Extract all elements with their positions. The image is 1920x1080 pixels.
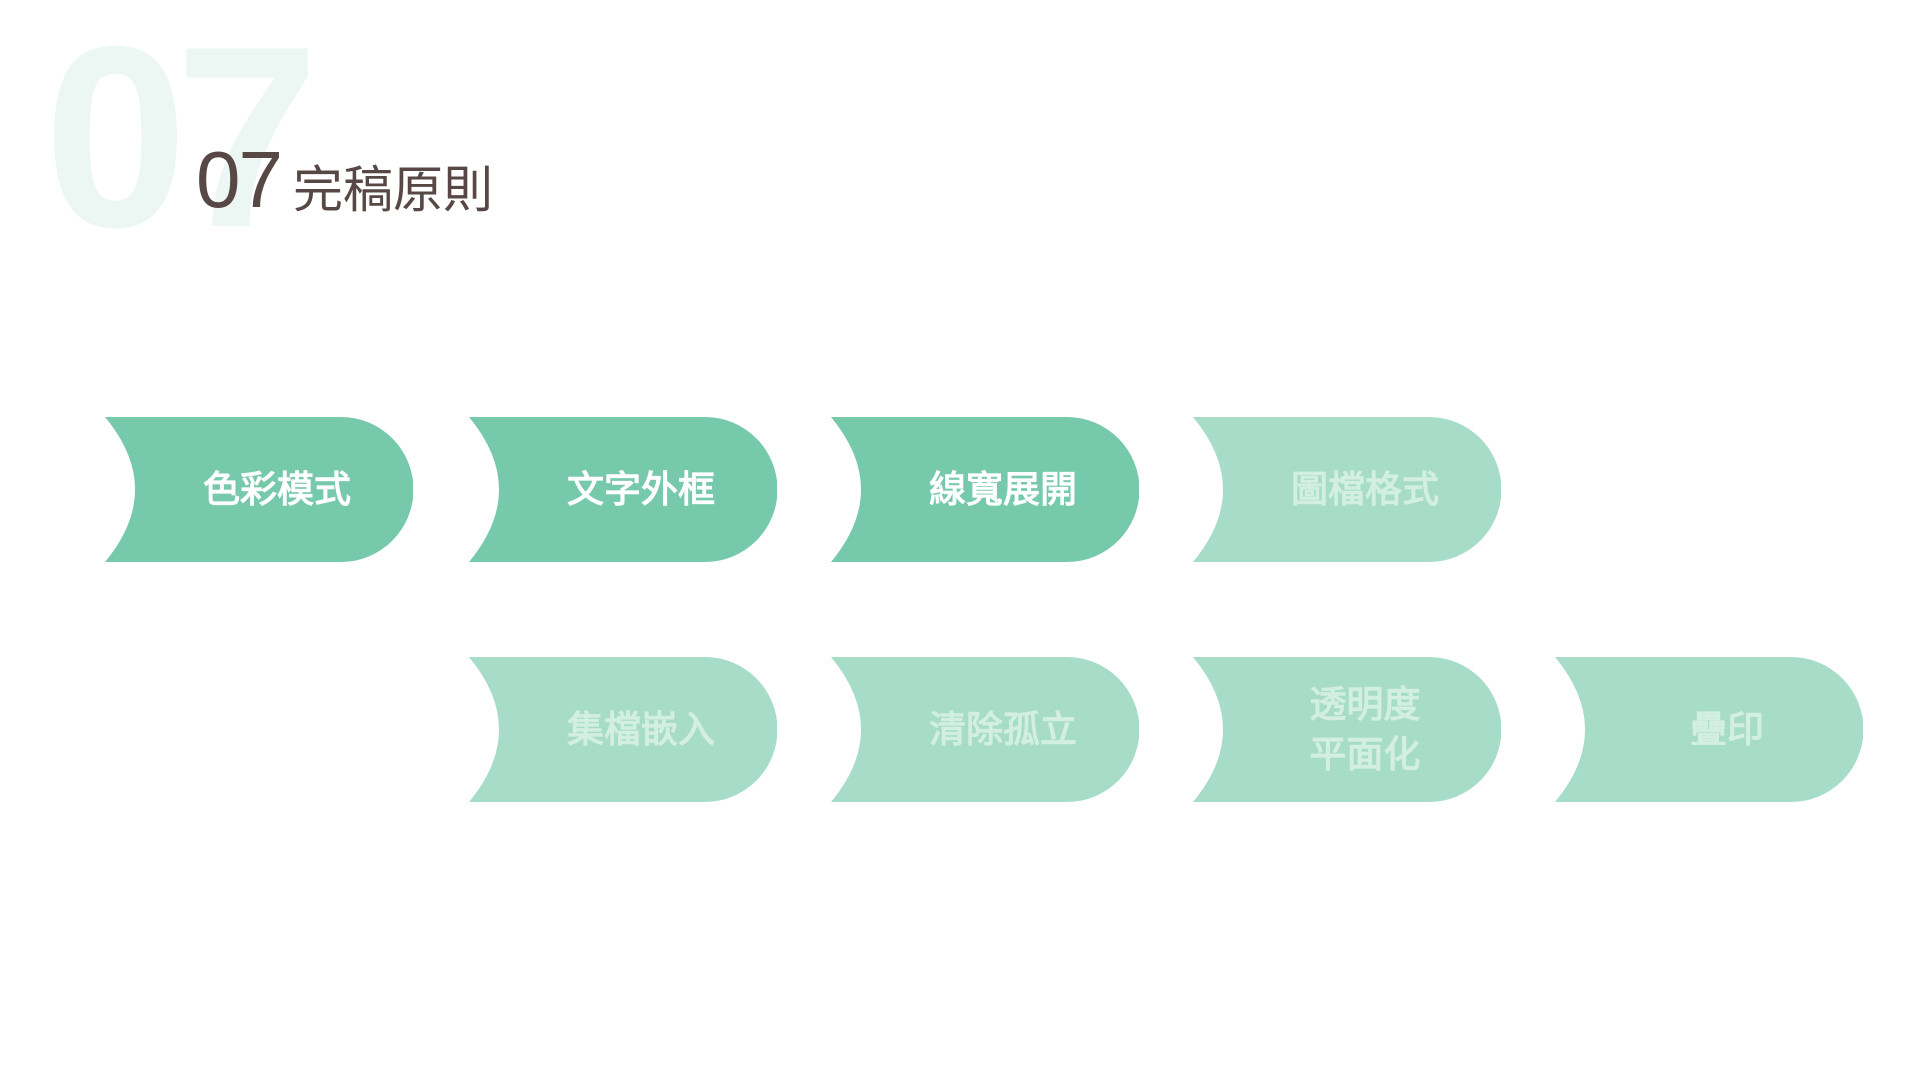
- step-label: 清除孤立: [929, 707, 1077, 751]
- arrow-shape-icon: [1193, 657, 1501, 802]
- step-remove-orphans[interactable]: 清除孤立: [831, 657, 1139, 802]
- step-package-embed[interactable]: 集檔嵌入: [469, 657, 777, 802]
- step-color-mode[interactable]: 色彩模式: [105, 417, 413, 562]
- arrow-shape-icon: [1193, 417, 1501, 562]
- step-label: 透明度 平面化: [1309, 682, 1421, 776]
- step-label: 集檔嵌入: [567, 707, 715, 751]
- arrow-shape-icon: [831, 657, 1139, 802]
- step-overprint[interactable]: 疊印: [1555, 657, 1863, 802]
- arrow-shape-icon: [1555, 657, 1863, 802]
- arrow-shape-icon: [105, 417, 413, 562]
- step-label: 圖檔格式: [1291, 467, 1439, 511]
- section-number: 07: [196, 135, 283, 224]
- arrow-shape-icon: [469, 417, 777, 562]
- step-label: 疊印: [1690, 707, 1764, 751]
- arrow-shape-icon: [469, 657, 777, 802]
- step-label: 線寬展開: [929, 467, 1077, 511]
- step-expand-stroke[interactable]: 線寬展開: [831, 417, 1139, 562]
- step-label: 色彩模式: [203, 467, 351, 511]
- arrow-shape-icon: [831, 417, 1139, 562]
- watermark-number: 07: [44, 0, 319, 281]
- step-image-format[interactable]: 圖檔格式: [1193, 417, 1501, 562]
- step-label: 文字外框: [567, 467, 715, 511]
- step-flatten-transparency[interactable]: 透明度 平面化: [1193, 657, 1501, 802]
- section-title: 完稿原則: [292, 161, 493, 219]
- page-title: 07 完稿原則: [196, 140, 493, 220]
- step-outline-text[interactable]: 文字外框: [469, 417, 777, 562]
